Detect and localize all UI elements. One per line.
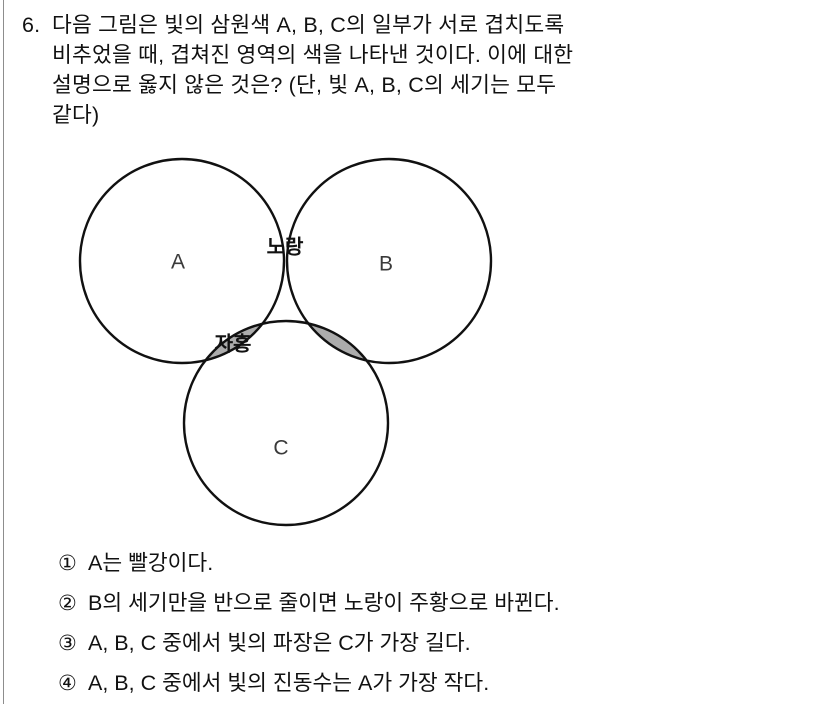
page-left-border-rule xyxy=(3,0,4,704)
choice-marker-4: ④ xyxy=(58,672,77,695)
choice-text-1: A는 빨강이다. xyxy=(88,551,214,575)
overlap-label-yellow: 노랑 xyxy=(267,235,304,258)
venn-diagram-figure: A B C 노랑 자홍 xyxy=(40,138,500,538)
answer-choices-list: ① A는 빨강이다. ② B의 세기만을 반으로 줄이면 노랑이 주황으로 바뀐… xyxy=(58,547,818,707)
overlap-label-magenta: 자홍 xyxy=(215,331,252,355)
circle-a-outline xyxy=(78,157,286,365)
choice-text-3: A, B, C 중에서 빛의 파장은 C가 가장 길다. xyxy=(88,631,471,655)
question-line-3: 설명으로 옳지 않은 것은? (단, 빛 A, B, C의 세기는 모두 xyxy=(22,70,812,100)
question-text-line-3: 설명으로 옳지 않은 것은? (단, 빛 A, B, C의 세기는 모두 xyxy=(52,73,557,97)
choice-marker-1: ① xyxy=(58,552,77,575)
question-text-line-4: 같다) xyxy=(52,103,100,127)
question-text-line-1: 다음 그림은 빛의 삼원색 A, B, C의 일부가 서로 겹치도록 xyxy=(52,13,565,37)
question-text-line-2: 비추었을 때, 겹쳐진 영역의 색을 나타낸 것이다. 이에 대한 xyxy=(52,43,574,67)
question-number: 6. xyxy=(22,13,41,37)
choice-text-4: A, B, C 중에서 빛의 진동수는 A가 가장 작다. xyxy=(88,671,490,695)
choice-text-2: B의 세기만을 반으로 줄이면 노랑이 주황으로 바뀐다. xyxy=(88,591,560,615)
choice-marker-3: ③ xyxy=(58,632,77,655)
answer-choice-2[interactable]: ② B의 세기만을 반으로 줄이면 노랑이 주황으로 바뀐다. xyxy=(58,587,818,627)
question-line-1: 6. 다음 그림은 빛의 삼원색 A, B, C의 일부가 서로 겹치도록 xyxy=(22,10,812,40)
circle-a-label: A xyxy=(171,251,185,274)
circle-b-fill xyxy=(287,159,491,363)
question-block: 6. 다음 그림은 빛의 삼원색 A, B, C의 일부가 서로 겹치도록 비추… xyxy=(22,10,812,130)
answer-choice-4[interactable]: ④ A, B, C 중에서 빛의 진동수는 A가 가장 작다. xyxy=(58,667,818,707)
circle-c-outline xyxy=(182,319,390,527)
answer-choice-1[interactable]: ① A는 빨강이다. xyxy=(58,547,818,587)
question-line-2: 비추었을 때, 겹쳐진 영역의 색을 나타낸 것이다. 이에 대한 xyxy=(22,40,812,70)
circle-b-outline xyxy=(285,157,493,365)
question-line-4: 같다) xyxy=(22,100,812,130)
circle-b-label: B xyxy=(379,253,393,276)
answer-choice-3[interactable]: ③ A, B, C 중에서 빛의 파장은 C가 가장 길다. xyxy=(58,627,818,667)
choice-marker-2: ② xyxy=(58,592,77,615)
circle-c-label: C xyxy=(273,437,288,460)
circle-a-fill xyxy=(80,159,284,363)
circle-c-fill xyxy=(184,321,388,525)
